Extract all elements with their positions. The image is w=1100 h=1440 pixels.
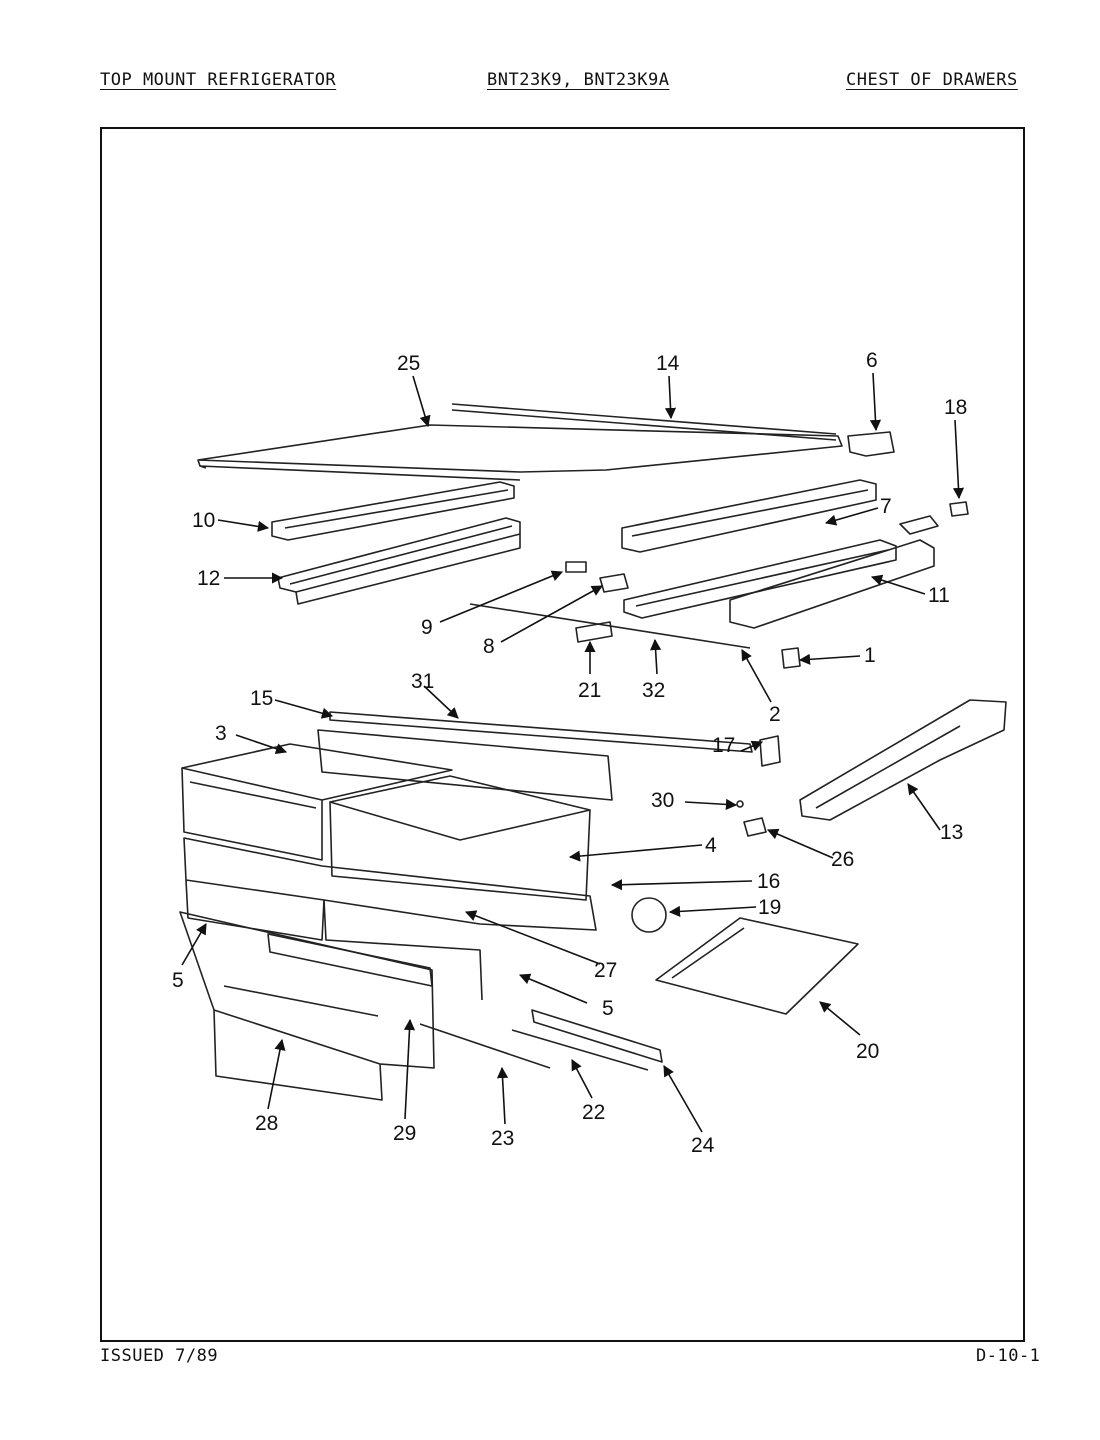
left-crisper-drawer — [181, 743, 453, 861]
glass-shelf-lower — [655, 917, 859, 1015]
callout-30: 30 — [651, 789, 674, 812]
callout-20: 20 — [856, 1040, 879, 1063]
callout-12: 12 — [197, 567, 220, 590]
bracket-part-26 — [743, 817, 767, 837]
callout-5-left: 5 — [172, 969, 184, 992]
right-shelf-rails — [621, 479, 939, 629]
header-model-numbers: BNT23K9, BNT23K9A — [487, 70, 670, 90]
callout-16: 16 — [757, 870, 780, 893]
footer-issue-date: ISSUED 7/89 — [100, 1346, 219, 1366]
bracket-part-18 — [949, 501, 969, 517]
footer-page-code: D-10-1 — [976, 1346, 1041, 1366]
callout-31: 31 — [411, 670, 434, 693]
callout-13: 13 — [940, 821, 963, 844]
callout-8: 8 — [483, 635, 495, 658]
callout-27: 27 — [594, 959, 617, 982]
callout-1: 1 — [864, 644, 876, 667]
header-model-type: TOP MOUNT REFRIGERATOR — [100, 70, 337, 90]
trim-strip-24 — [531, 1009, 663, 1063]
callout-7: 7 — [880, 495, 892, 518]
callout-32: 32 — [642, 679, 665, 702]
drawer-front-panel — [179, 911, 435, 1101]
trim-strip-22 — [511, 1029, 649, 1071]
callout-18: 18 — [944, 396, 967, 419]
callout-3: 3 — [215, 722, 227, 745]
callout-24: 24 — [691, 1134, 715, 1157]
emblem-badge-19 — [631, 897, 667, 933]
callout-labels: 25 14 6 18 10 7 12 11 9 8 1 21 32 2 15 3… — [172, 349, 967, 1157]
callout-4: 4 — [705, 834, 717, 857]
clip-part-17 — [759, 735, 781, 767]
callout-6: 6 — [866, 349, 878, 372]
clip-part-1 — [781, 647, 801, 669]
header-section-title: CHEST OF DRAWERS — [846, 70, 1018, 90]
callout-9: 9 — [421, 616, 433, 639]
callout-17: 17 — [712, 734, 735, 757]
callout-28: 28 — [255, 1112, 278, 1135]
callout-23: 23 — [491, 1127, 514, 1150]
callout-5-center: 5 — [602, 997, 614, 1020]
drawer-cover-trim — [317, 711, 753, 801]
callout-19: 19 — [758, 896, 781, 919]
callout-26: 26 — [831, 848, 854, 871]
bracket-part-8 — [599, 573, 629, 593]
shelf-trim-strip — [451, 403, 837, 441]
callout-21: 21 — [578, 679, 601, 702]
screw-part-30 — [736, 800, 744, 808]
leader-arrows — [181, 372, 965, 1133]
callout-29: 29 — [393, 1122, 416, 1145]
bracket-part-9 — [565, 561, 587, 573]
side-rail-part-13 — [799, 699, 1007, 821]
diagram-frame — [100, 127, 1025, 1342]
callout-10: 10 — [192, 509, 215, 532]
drawer-chest-frame — [183, 837, 597, 1001]
callout-15: 15 — [250, 687, 273, 710]
callout-22: 22 — [582, 1101, 605, 1124]
trim-strip-23 — [419, 1023, 551, 1069]
callout-14: 14 — [656, 352, 680, 375]
support-rod — [469, 603, 751, 649]
left-shelf-rails — [271, 481, 521, 605]
shelf-end-cap — [847, 431, 895, 457]
callout-2: 2 — [769, 703, 781, 726]
callout-25: 25 — [397, 352, 420, 375]
callout-11: 11 — [928, 584, 950, 607]
